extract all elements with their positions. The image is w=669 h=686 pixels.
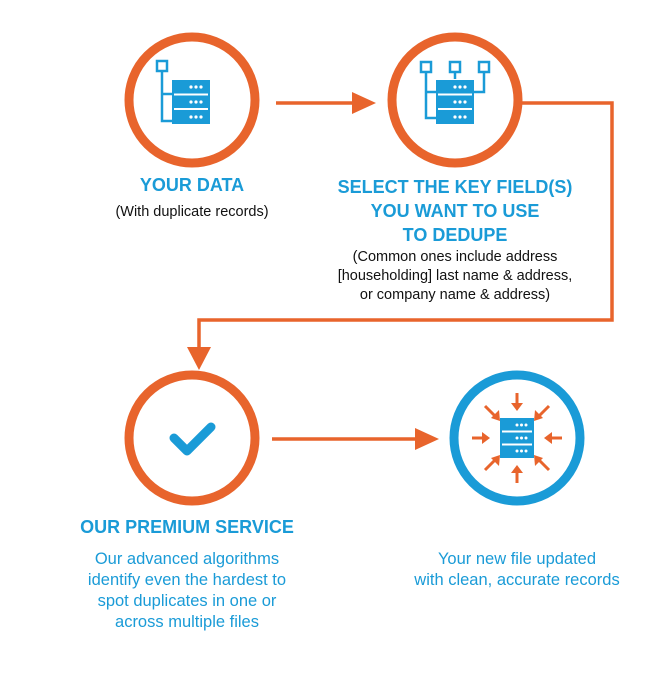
arrow-data-to-select (276, 92, 376, 114)
premium-service-desc-line: across multiple files (115, 613, 259, 631)
new-file-desc-line: Your new file updated (437, 550, 597, 568)
new-file-node (449, 370, 585, 506)
checkmark-icon (169, 422, 216, 456)
new-file-desc-line: with clean, accurate records (414, 571, 620, 589)
database-fields-icon (419, 60, 491, 124)
select-fields-title-line: TO DEDUPE (402, 225, 508, 245)
select-fields-subtitle-line: (Common ones include address (352, 249, 558, 265)
arrow-service-to-file (272, 428, 439, 450)
compressed-database-icon (472, 393, 562, 483)
your-data-node (124, 32, 260, 168)
premium-service-desc-line: identify even the hardest to (87, 571, 287, 589)
your-data-title: YOUR DATA (139, 175, 245, 195)
select-fields-title-line: SELECT THE KEY FIELD(S) (337, 177, 573, 197)
select-fields-subtitle-line: or company name & address) (359, 287, 551, 303)
select-fields-title-line: YOU WANT TO USE (370, 201, 540, 221)
premium-service-title: OUR PREMIUM SERVICE (80, 517, 294, 537)
premium-service-desc-line: Our advanced algorithms (94, 550, 280, 568)
database-icon (155, 59, 210, 124)
premium-service-description: Our advanced algorithms identify even th… (37, 549, 337, 633)
connector-select-to-service (187, 101, 614, 370)
select-fields-title: SELECT THE KEY FIELD(S) YOU WANT TO USE … (305, 175, 605, 247)
new-file-description: Your new file updated with clean, accura… (372, 549, 662, 591)
your-data-subtitle: (With duplicate records) (115, 204, 269, 220)
select-fields-node (387, 32, 523, 168)
premium-service-node (124, 370, 260, 506)
select-fields-subtitle: (Common ones include address [householdi… (275, 248, 635, 305)
premium-service-desc-line: spot duplicates in one or (97, 592, 277, 610)
select-fields-subtitle-line: [householding] last name & address, (337, 268, 573, 284)
